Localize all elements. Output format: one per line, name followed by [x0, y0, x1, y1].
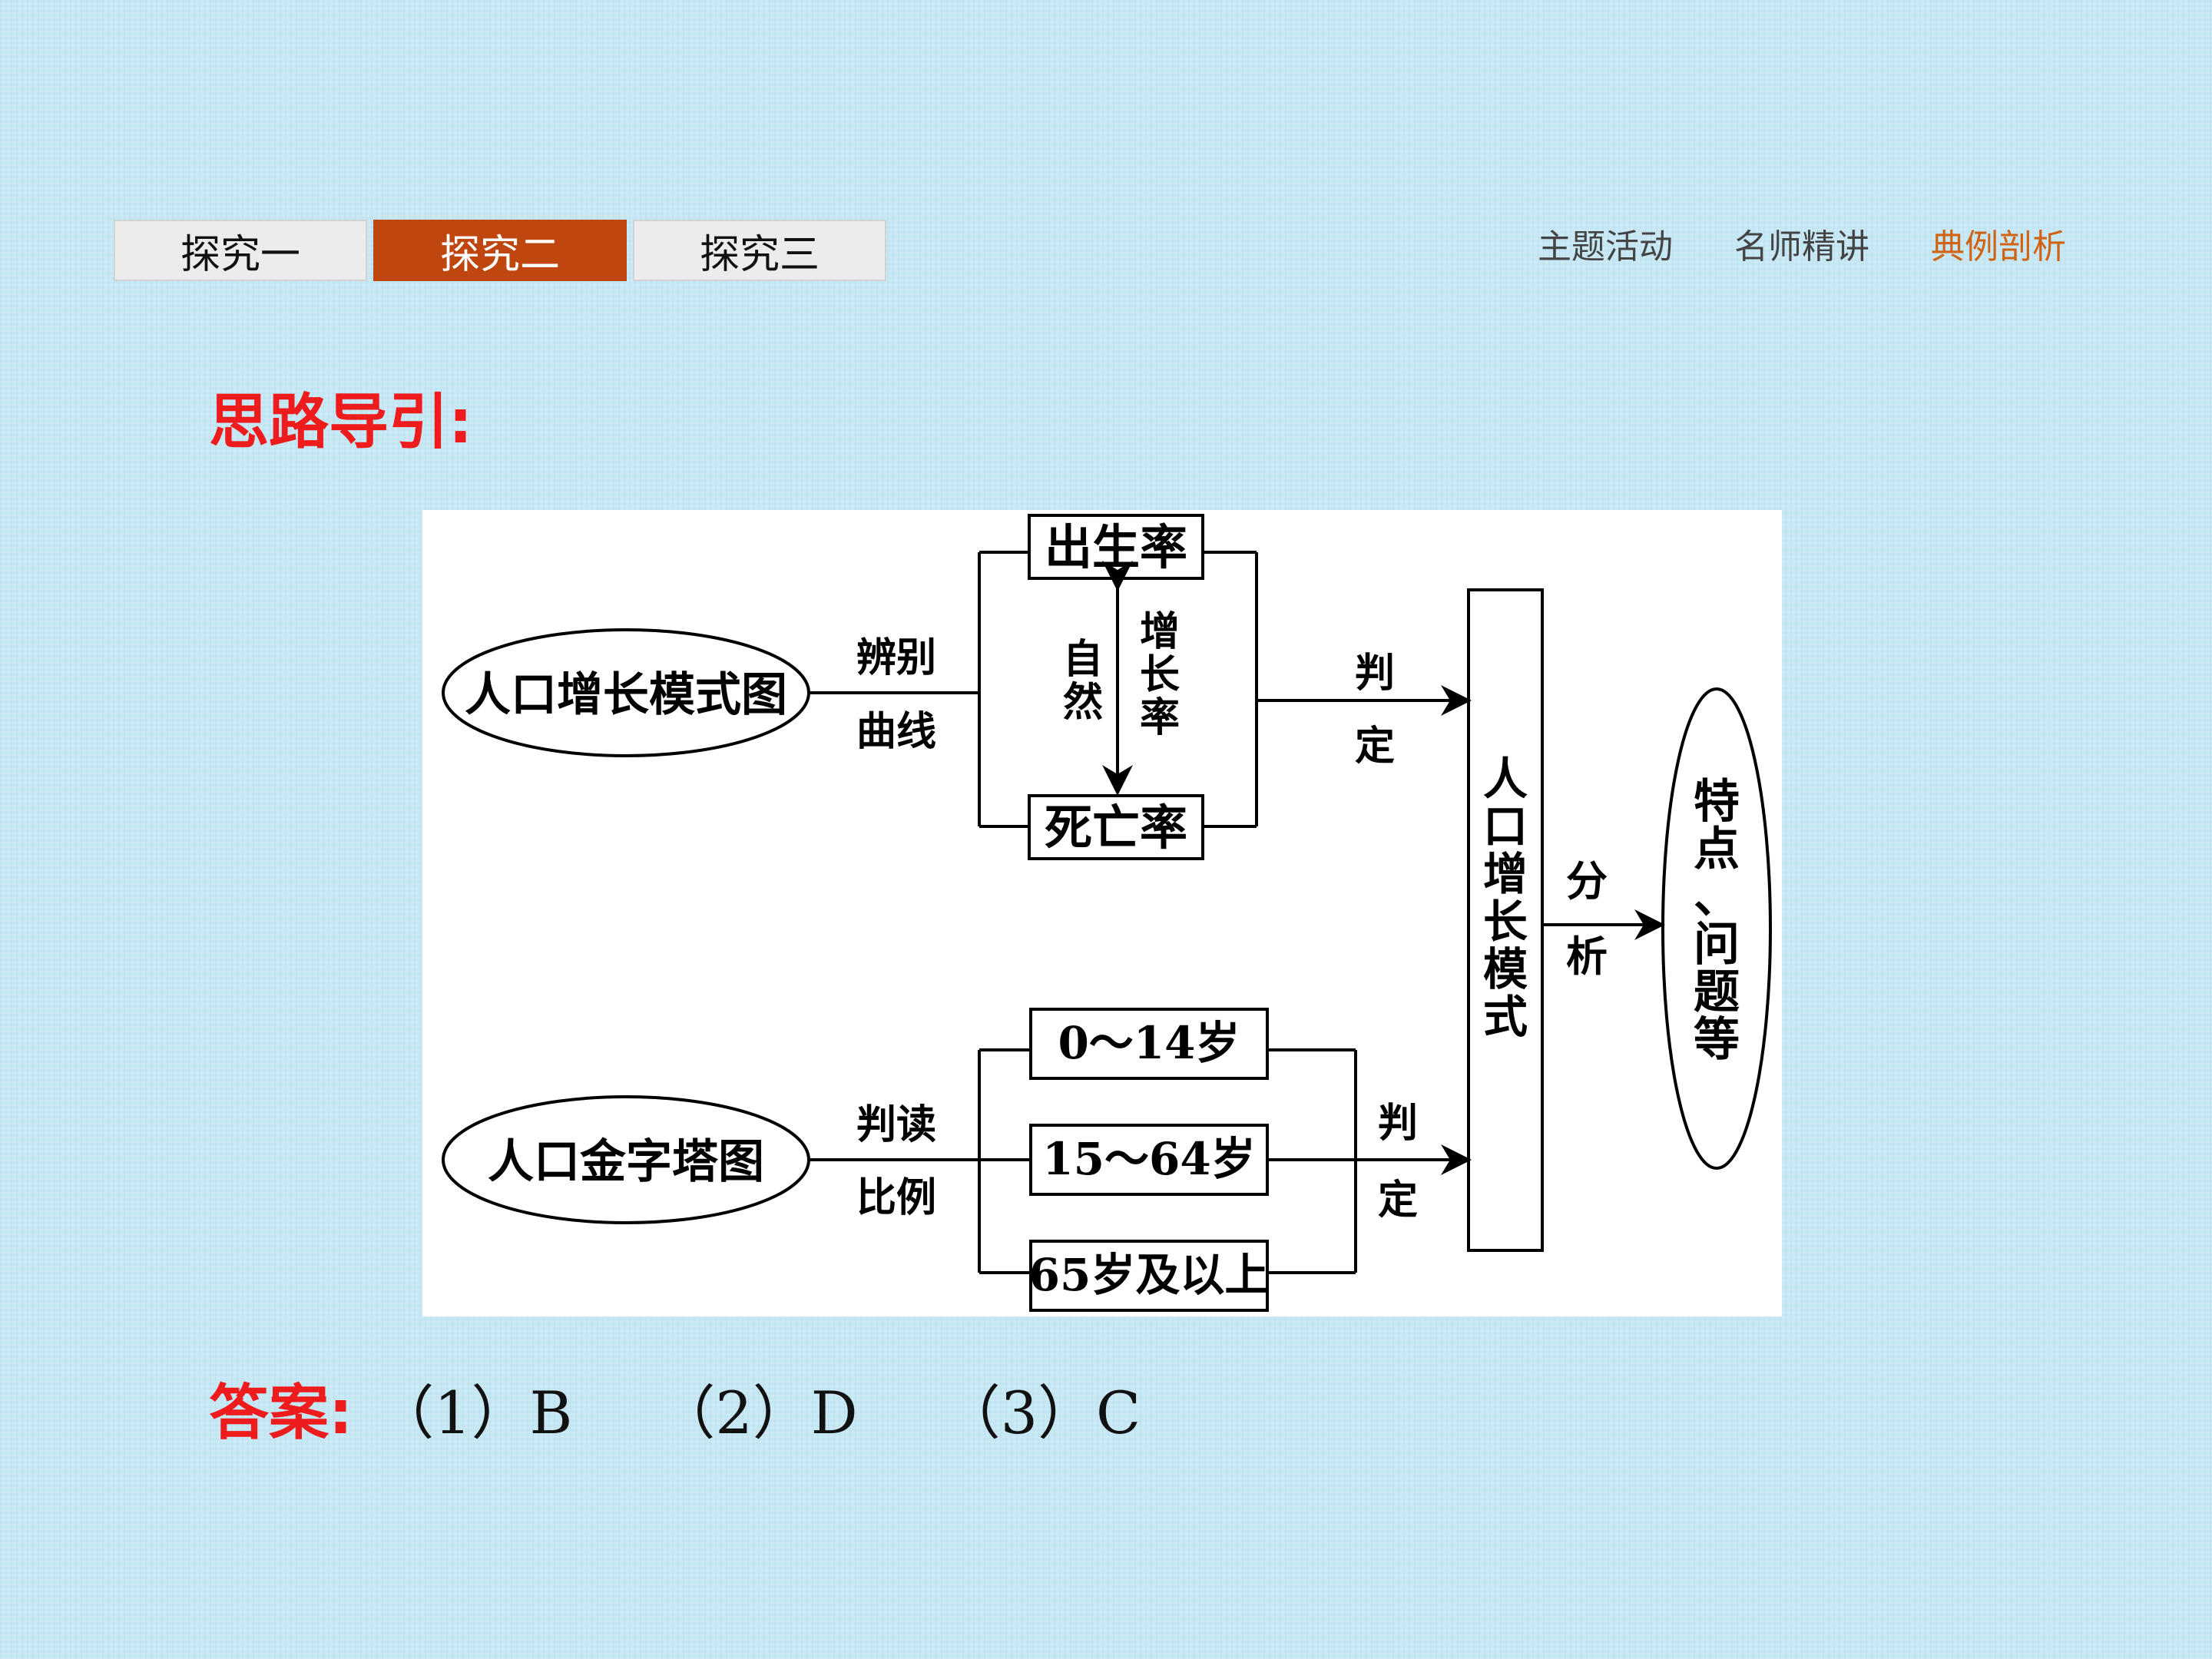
section-tabs: 探究一 探究二 探究三 [114, 220, 892, 281]
label-death-rate: 死亡率 [1045, 800, 1187, 856]
flow-diagram: 人口增长模式图 人口金字塔图 出生率 死亡率 自 然 增 长 率 辨别 曲线 判… [422, 510, 1782, 1316]
guide-title: 思路导引: [209, 388, 473, 457]
label-result-char: 、 [1694, 870, 1740, 924]
answer-line: 答案: （1）B （2）D （3）C [209, 1375, 1225, 1452]
label-birth-rate: 出生率 [1045, 519, 1187, 575]
label-judge-bottom-1: 判 [1378, 1100, 1418, 1147]
label-result-char: 问 [1694, 918, 1740, 972]
label-judge-top-1: 判 [1355, 650, 1395, 697]
label-read-1: 判读 [856, 1101, 936, 1148]
nav-example-analysis[interactable]: 典例剖析 [1931, 227, 2066, 267]
label-population-pyramid: 人口金字塔图 [488, 1135, 764, 1189]
label-result-char: 点 [1694, 823, 1740, 876]
label-read-2: 比例 [856, 1174, 936, 1221]
label-result-char: 题 [1694, 965, 1740, 1019]
box-age-65-plus [1029, 1240, 1269, 1312]
label-natural-1: 自 [1063, 636, 1103, 683]
label-analyze-1: 分 [1566, 856, 1608, 906]
label-age-0-14: 0～14岁 [1058, 1017, 1240, 1069]
label-growth-1: 增 [1140, 608, 1180, 655]
label-model-char: 口 [1483, 800, 1528, 853]
label-model-char: 模 [1483, 943, 1528, 995]
answer-item-2: （2）D [657, 1379, 858, 1447]
label-judge-top-2: 定 [1355, 723, 1395, 770]
label-growth-2: 长 [1140, 651, 1180, 698]
box-growth-model [1467, 588, 1544, 1252]
nav-teacher-lecture[interactable]: 名师精讲 [1734, 227, 1869, 267]
label-result-char: 特 [1694, 775, 1740, 829]
label-growth-3: 率 [1140, 694, 1180, 741]
label-model-char: 式 [1483, 991, 1528, 1043]
label-model-char: 长 [1483, 896, 1528, 948]
oval-result [1661, 687, 1772, 1170]
label-model-char: 增 [1483, 848, 1528, 900]
tab-explore-1[interactable]: 探究一 [114, 220, 367, 281]
tab-explore-3[interactable]: 探究三 [633, 220, 886, 281]
top-navigation: 主题活动 名师精讲 典例剖析 [1476, 224, 2066, 270]
label-result-char: 等 [1694, 1013, 1740, 1067]
label-analyze-2: 析 [1566, 932, 1608, 981]
label-model-char: 人 [1483, 753, 1528, 805]
label-identify-2: 曲线 [856, 708, 936, 755]
answer-label: 答案: [209, 1379, 353, 1448]
label-age-15-64: 15～64岁 [1042, 1133, 1255, 1185]
label-judge-bottom-2: 定 [1378, 1177, 1418, 1224]
answer-item-3: （3）C [942, 1379, 1141, 1447]
answer-item-1: （1）B [376, 1379, 573, 1447]
label-identify-1: 辨别 [856, 634, 936, 681]
box-age-0-14 [1029, 1008, 1269, 1080]
flow-diagram-svg: 人口增长模式图 人口金字塔图 出生率 死亡率 自 然 增 长 率 辨别 曲线 判… [442, 514, 1772, 1312]
label-age-65-plus: 65岁及以上 [1029, 1249, 1270, 1301]
tab-explore-2[interactable]: 探究二 [373, 220, 627, 281]
label-natural-2: 然 [1063, 679, 1103, 726]
label-growth-model-chart: 人口增长模式图 [465, 668, 787, 722]
nav-theme-activity[interactable]: 主题活动 [1538, 227, 1673, 267]
